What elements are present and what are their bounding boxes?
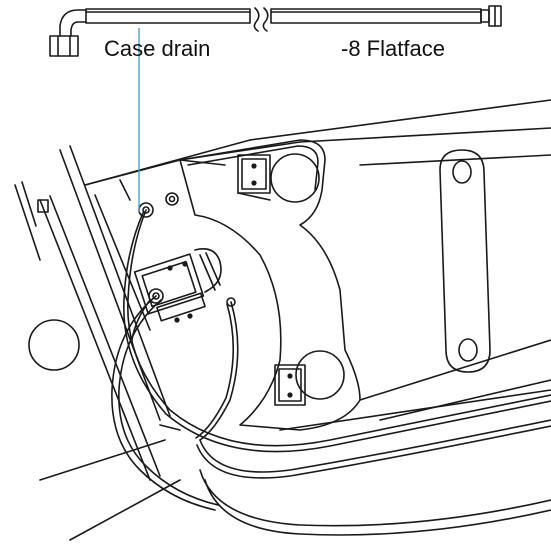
hose-break-icon — [253, 7, 269, 32]
link-bar — [439, 149, 491, 373]
case-drain-label: Case drain — [104, 36, 210, 61]
hose-routing — [111, 209, 551, 511]
frame-outline — [14, 99, 551, 541]
straight-fitting-icon — [480, 5, 502, 27]
lower-clamp-bracket — [274, 364, 306, 406]
small-port — [165, 192, 179, 206]
valve-block — [133, 248, 222, 323]
hose-assembly — [49, 5, 502, 57]
left-round-feature — [28, 319, 80, 371]
hose-segment-right — [270, 8, 482, 24]
upper-clamp-bracket — [237, 154, 271, 201]
elbow-fitting-icon — [49, 9, 87, 57]
mounting-plate — [179, 139, 361, 431]
hose-segment-left — [85, 8, 251, 24]
lower-mount-hole — [295, 350, 345, 400]
upper-mount-hole — [270, 153, 320, 203]
side-port — [226, 297, 236, 307]
flatface-label: -8 Flatface — [341, 36, 445, 61]
